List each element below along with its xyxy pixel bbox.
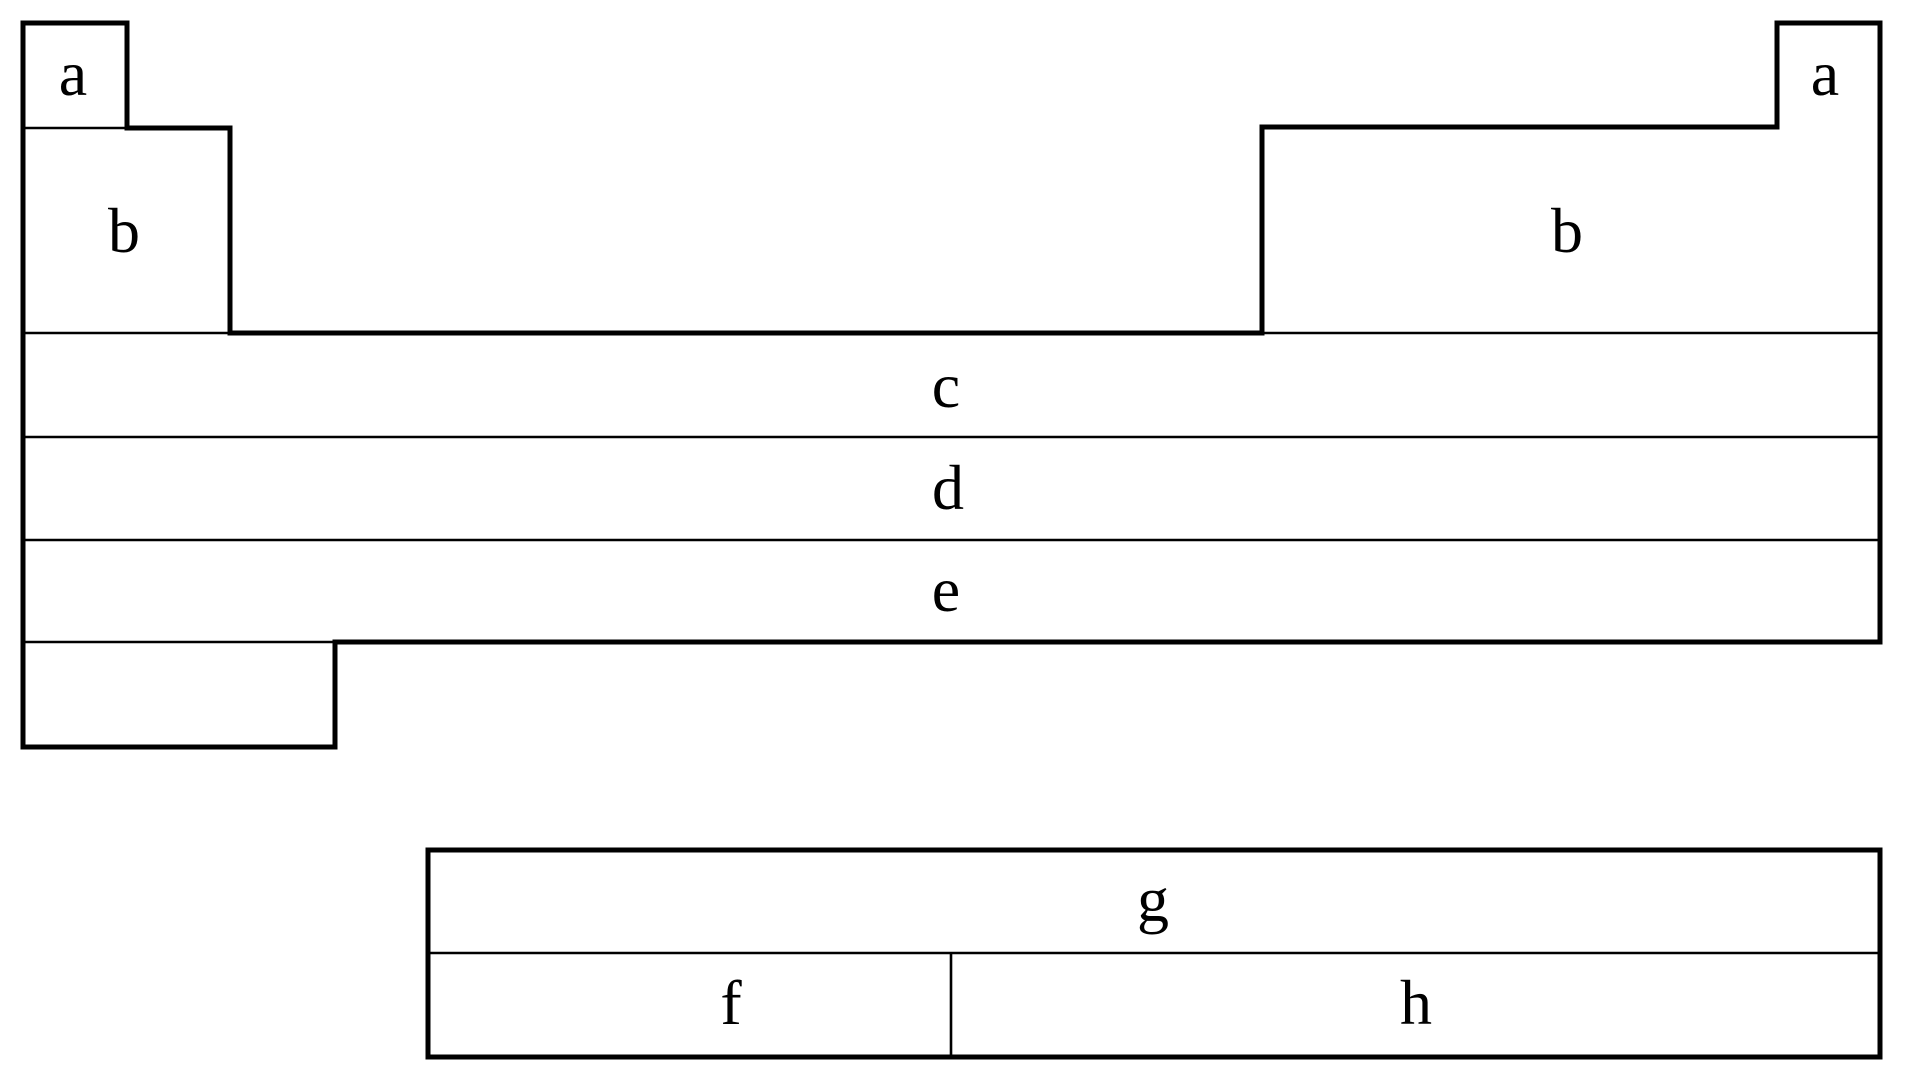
detached-table-inner-dividers xyxy=(428,951,1880,1057)
main-table-inner-dividers xyxy=(23,126,1880,644)
label-b-right-block: b xyxy=(1551,195,1583,266)
main-table-outer-border xyxy=(20,20,1883,750)
label-b-left-block: b xyxy=(108,195,140,266)
label-a-top-left-cell: a xyxy=(58,38,88,109)
label-e-row: e xyxy=(931,554,961,625)
label-h-bottom-right-cell: h xyxy=(1400,967,1432,1038)
label-f-bottom-left-cell: f xyxy=(720,967,742,1038)
label-c-row: c xyxy=(931,350,961,421)
label-g-top-row: g xyxy=(1137,864,1169,935)
label-a-top-right-cell: a xyxy=(1810,38,1840,109)
label-d-row: d xyxy=(932,452,964,523)
detached-table-outer-border xyxy=(425,847,1883,1060)
